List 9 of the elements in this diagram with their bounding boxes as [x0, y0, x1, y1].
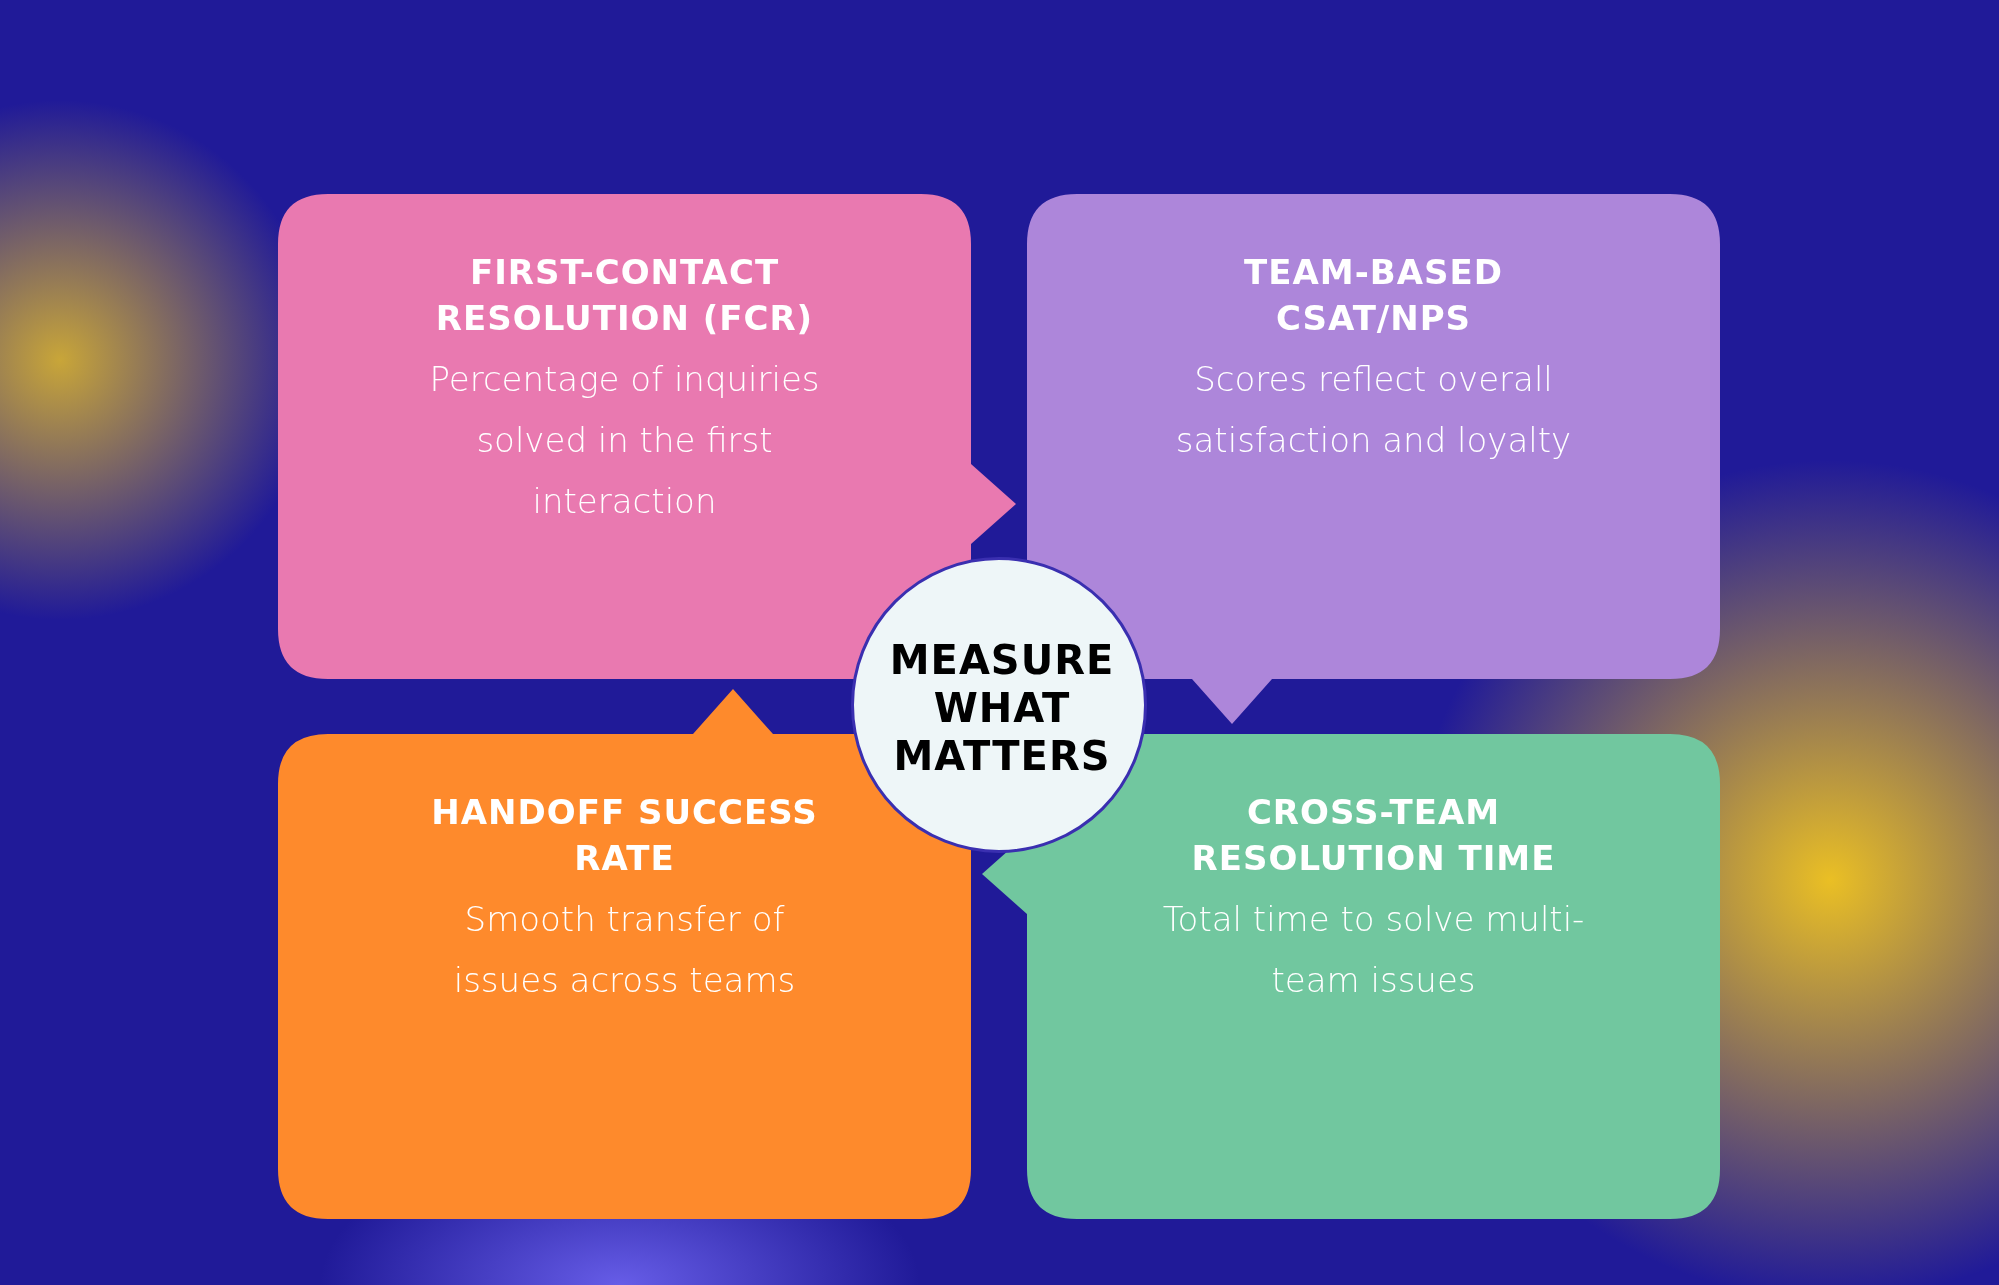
center-title: MEASURE WHAT MATTERS — [888, 636, 1116, 780]
card-heading: TEAM-BASED CSAT/NPS — [1243, 251, 1504, 340]
card-heading: HANDOFF SUCCESS RATE — [430, 791, 819, 880]
card-description: Smooth transfer of issues across teams — [452, 898, 797, 1002]
card-description: Total time to solve multi-team issues — [1161, 898, 1586, 1002]
card-description: Scores reflect overall satisfaction and loyalty — [1174, 358, 1573, 462]
card-description: Percentage of inquiries solved in the first interaction — [428, 358, 821, 523]
card-heading: FIRST-CONTACT RESOLUTION (FCR) — [434, 251, 815, 340]
card-heading: CROSS-TEAM RESOLUTION TIME — [1190, 791, 1557, 880]
